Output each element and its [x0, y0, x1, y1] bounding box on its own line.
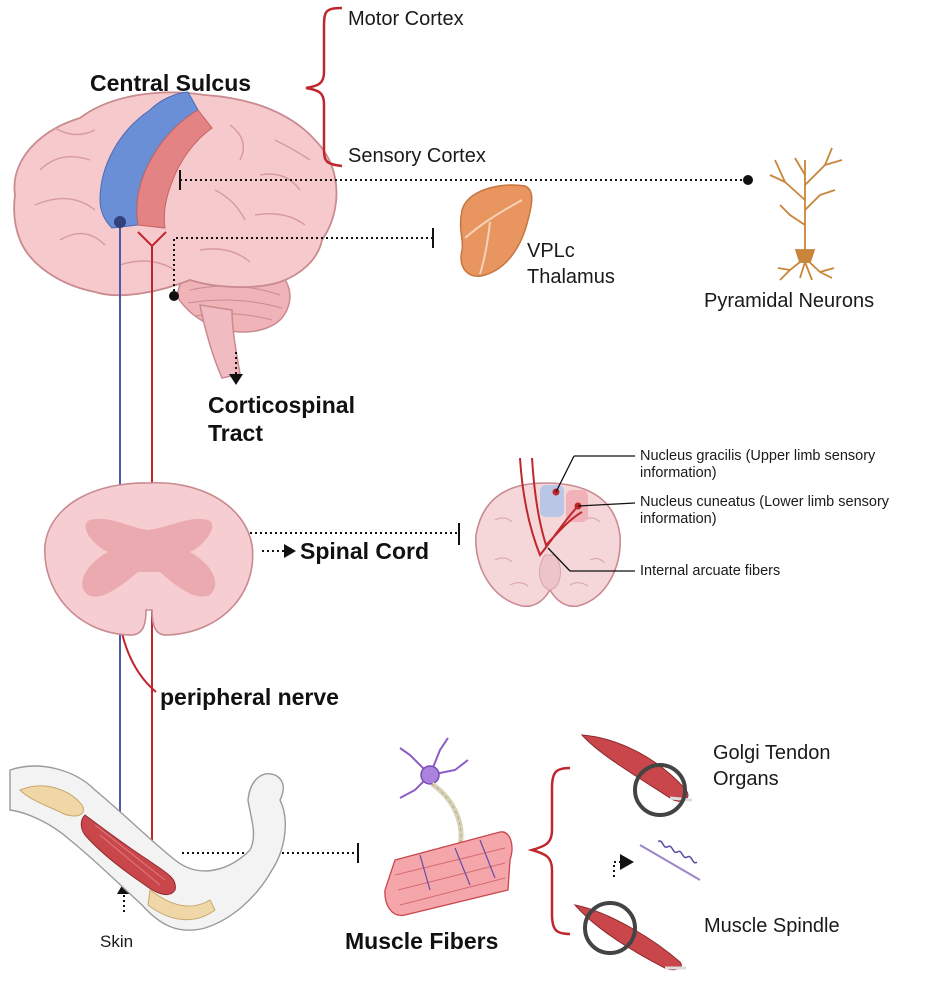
golgi-tendon-organ-icon — [580, 734, 693, 817]
golgi-tendon-label-line2: Organs — [713, 768, 779, 790]
pyramidal-neuron-icon — [769, 147, 843, 281]
arm-illustration — [9, 765, 286, 931]
muscle-fibers-icon — [384, 831, 513, 917]
cortex-bracket — [305, 6, 343, 168]
pyramidal-neurons-label: Pyramidal Neurons — [704, 290, 875, 312]
spinal-cord-section — [44, 481, 254, 636]
connector-dot-cerebellum — [169, 291, 179, 301]
spindle-fiber-icon — [639, 840, 701, 881]
corticospinal-label-line1: Corticospinal — [208, 392, 355, 418]
muscle-fibers-label: Muscle Fibers — [345, 928, 499, 954]
golgi-tendon-label-line1: Golgi Tendon — [713, 742, 831, 764]
muscle-spindle-label: Muscle Spindle — [704, 915, 840, 937]
central-sulcus-label: Central Sulcus — [90, 70, 252, 96]
motor-neuron-icon — [399, 737, 469, 862]
vplc-label: VPLc — [527, 240, 575, 262]
internal-arcuate-fibers-label: Internal arcuate fibers — [640, 563, 781, 579]
sensory-cortex-label: Sensory Cortex — [348, 145, 486, 167]
corticospinal-label-line2: Tract — [208, 420, 263, 446]
motor-cortex-label: Motor Cortex — [348, 8, 464, 30]
medulla-section — [475, 455, 636, 608]
brain-illustration — [13, 91, 338, 379]
connector-dot-pyramidal — [743, 175, 753, 185]
muscle-spindle-icon — [573, 901, 686, 971]
spinal-cord-label: Spinal Cord — [300, 538, 430, 564]
peripheral-nerve-label: peripheral nerve — [160, 684, 339, 710]
thalamus-label: Thalamus — [527, 266, 615, 288]
nucleus-cuneatus-label: Nucleus cuneatus (Lower limb sensory inf… — [640, 494, 890, 528]
thalamus-icon — [459, 184, 533, 277]
muscle-organs-bracket — [527, 766, 571, 936]
skin-label: Skin — [100, 932, 134, 951]
nucleus-gracilis-label: Nucleus gracilis (Upper limb sensory inf… — [640, 448, 876, 482]
dotted-arrows — [117, 352, 634, 912]
